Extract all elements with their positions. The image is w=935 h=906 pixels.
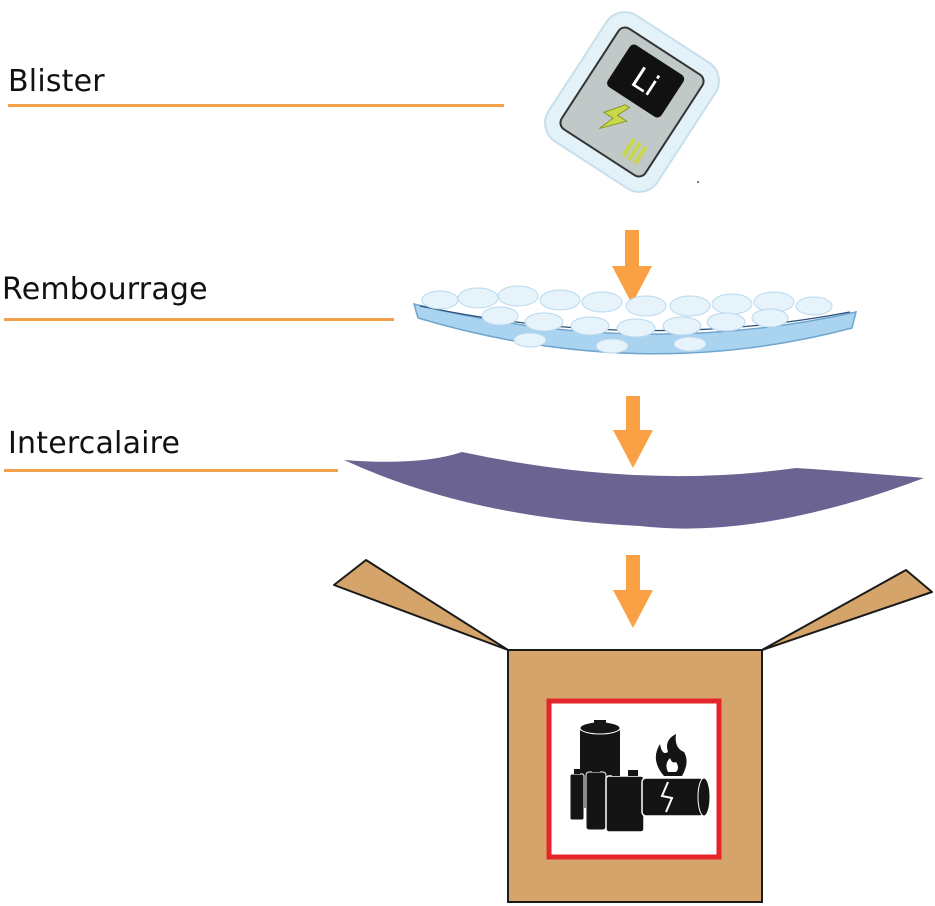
arrow-down-icon (612, 230, 652, 304)
bubble-padding (412, 285, 858, 355)
arrow-down-icon (613, 396, 653, 468)
lithium-battery-icon: Li (559, 26, 705, 178)
separator-sheet (344, 452, 924, 529)
box-flap-right (761, 569, 933, 651)
label-blister: Blister (8, 64, 105, 99)
arrow-down-icon (613, 555, 653, 628)
rule-intercalaire (4, 469, 338, 472)
box-flap-left (333, 559, 509, 651)
battery-fire-hazard-icon (546, 698, 722, 860)
rule-blister (8, 104, 504, 107)
cardboard-box (333, 559, 933, 903)
stray-dot (697, 181, 699, 183)
rule-rembourrage (4, 318, 394, 321)
blister-pack: Li (544, 11, 720, 193)
label-intercalaire: Intercalaire (8, 426, 181, 461)
label-rembourrage: Rembourrage (2, 272, 208, 307)
